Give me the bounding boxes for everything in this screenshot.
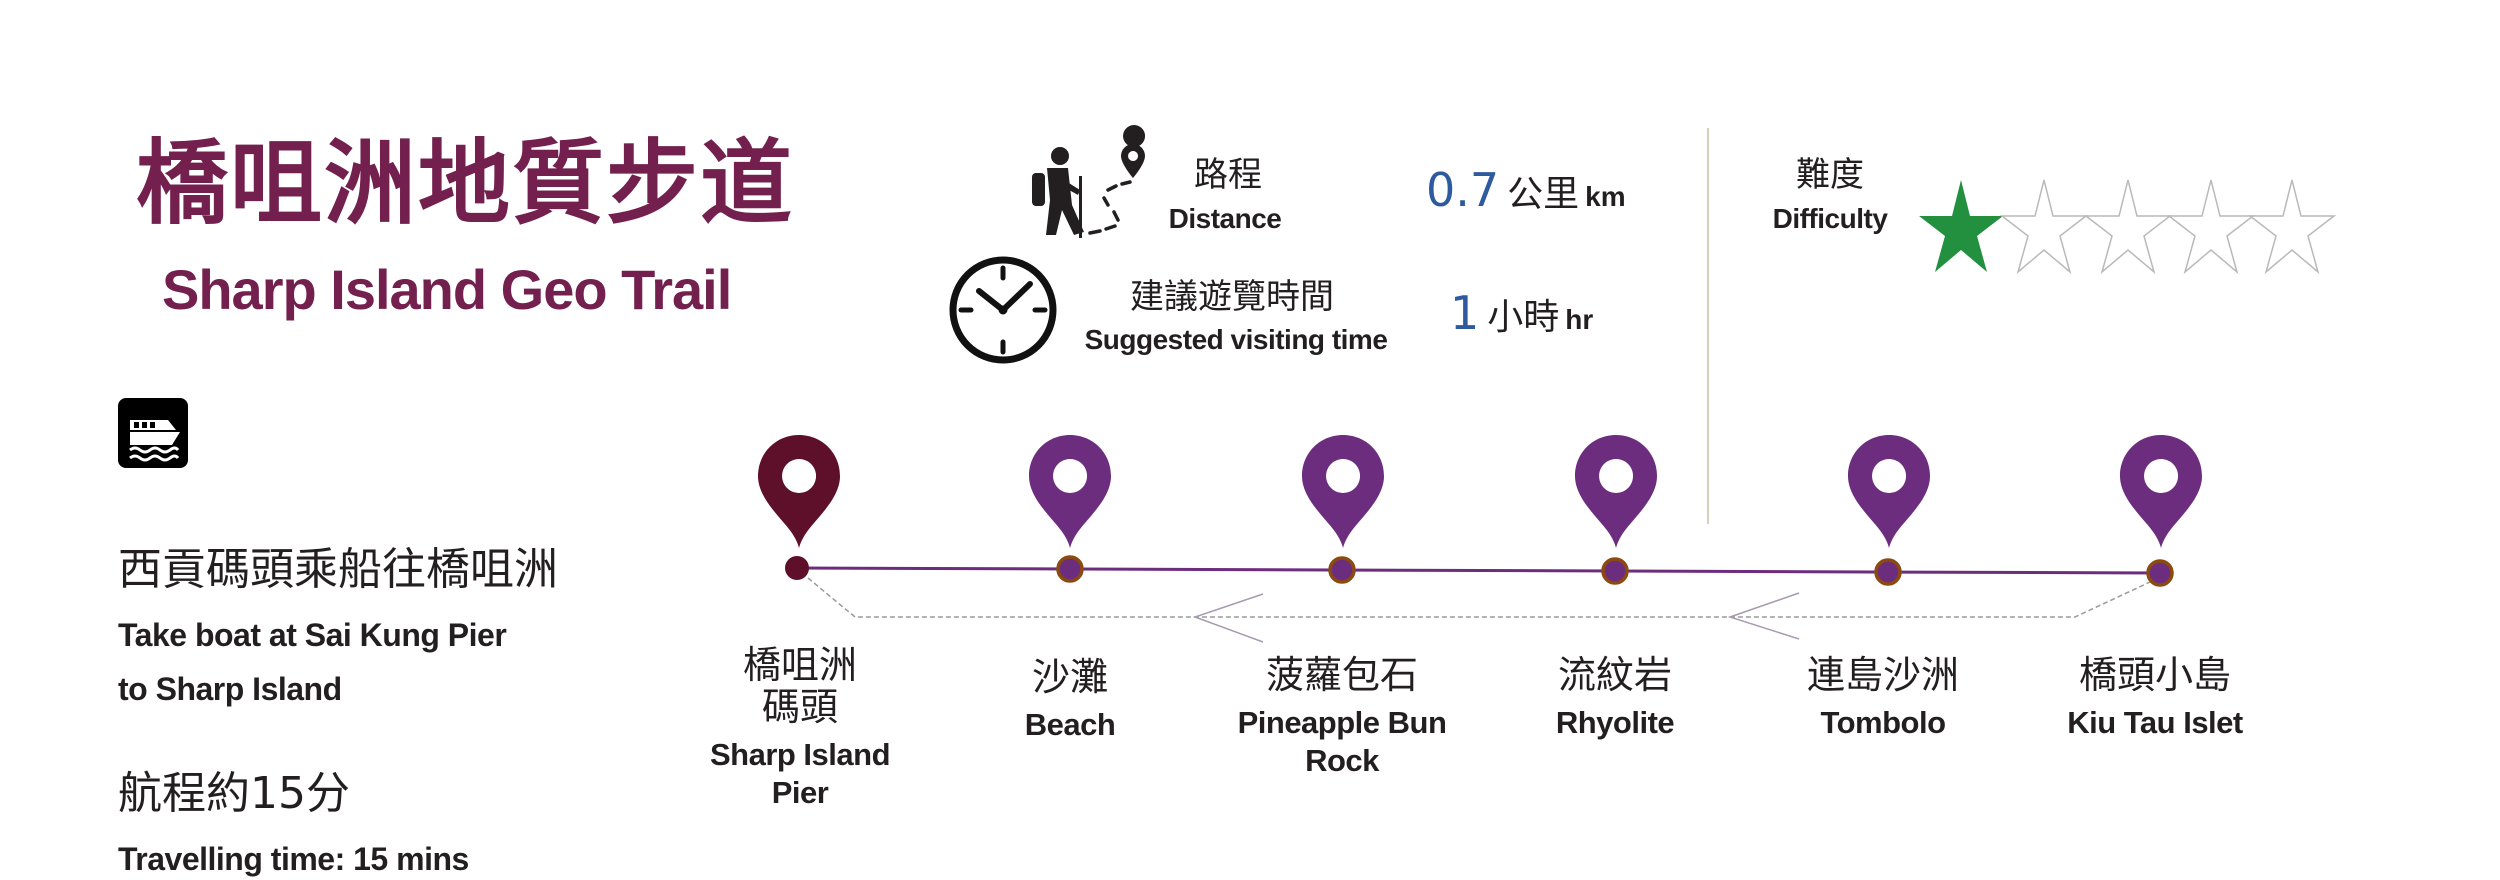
- stop-name-en-2: Pier: [771, 775, 829, 810]
- hiker-route-icon: [1032, 125, 1146, 238]
- stop-dot: [1874, 558, 1902, 586]
- time-label-en: Suggested visiting time: [1084, 324, 1388, 355]
- map-pin-icon: [1575, 435, 1657, 548]
- stop-name-cn: 流紋岩: [1557, 653, 1672, 697]
- stop-name-en: Beach: [1024, 707, 1116, 742]
- difficulty-stars: [1919, 179, 2337, 275]
- star-empty-icon: [2247, 179, 2337, 275]
- stop-label-tombolo: 連島沙洲 Tombolo: [1753, 654, 2013, 742]
- star-empty-icon: [1999, 179, 2089, 275]
- map-pin-icon: [1302, 435, 1384, 548]
- stop-label-beach: 沙灘 Beach: [940, 656, 1200, 744]
- stop-dot-start: [785, 556, 809, 580]
- map-pin-icon-start: [758, 435, 840, 548]
- transport-duration-en: Travelling time: 15 mins: [118, 841, 469, 877]
- direction-arrow-icon: [1192, 593, 1264, 643]
- stop-dot: [2146, 559, 2174, 587]
- distance-unit-cn: 公里: [1507, 174, 1580, 215]
- page-title-english: Sharp Island Geo Trail: [162, 258, 732, 321]
- clock-icon: [949, 256, 1057, 364]
- map-pin-icon: [2120, 435, 2202, 548]
- time-unit-en: hr: [1565, 304, 1594, 335]
- stop-name-en: Kiu Tau Islet: [2067, 705, 2243, 740]
- stop-label-rhyolite: 流紋岩 Rhyolite: [1485, 654, 1745, 742]
- difficulty-label-en: Difficulty: [1772, 203, 1888, 234]
- stop-name-en: Pineapple Bun: [1237, 705, 1447, 740]
- stop-name-en: Rhyolite: [1555, 705, 1675, 740]
- return-path-dashed: [807, 577, 2151, 618]
- stop-name-cn: 橋頭小島: [2078, 653, 2231, 697]
- time-number: 1: [1450, 286, 1480, 340]
- ferry-icon: [118, 398, 188, 468]
- stop-name-cn: 沙灘: [1031, 655, 1108, 699]
- direction-arrow-icon: [1727, 592, 1800, 640]
- transport-route-en-1: Take boat at Sai Kung Pier: [118, 617, 507, 653]
- stop-name-cn-2: 碼頭: [761, 685, 838, 729]
- stop-name-en-2: Rock: [1305, 743, 1379, 778]
- stop-dot: [1601, 557, 1629, 585]
- vertical-divider: [1707, 128, 1709, 524]
- time-label-cn: 建議遊覽時間: [1130, 277, 1334, 317]
- star-empty-icon: [2166, 179, 2256, 275]
- stop-label-pineapple-bun-rock: 菠蘿包石 Pineapple Bun Rock: [1212, 654, 1472, 780]
- distance-label-cn: 路程: [1194, 155, 1262, 195]
- distance-number: 0.7: [1426, 163, 1500, 217]
- route-line: [796, 566, 2161, 575]
- distance-label-en: Distance: [1168, 203, 1282, 234]
- stop-name-cn: 菠蘿包石: [1265, 653, 1418, 697]
- map-pin-icon: [1029, 435, 1111, 548]
- time-unit-cn: 小時: [1487, 297, 1560, 338]
- stop-name-en: Sharp Island: [709, 737, 891, 772]
- page-title-chinese: 橋咀洲地質步道: [136, 130, 795, 237]
- stop-dot: [1056, 555, 1084, 583]
- stop-dot: [1328, 556, 1356, 584]
- transport-route-cn: 西貢碼頭乘船往橋咀洲: [118, 544, 558, 595]
- stop-name-cn: 橋咀洲: [742, 643, 857, 687]
- stop-name-cn: 連島沙洲: [1806, 653, 1959, 697]
- distance-unit-en: km: [1585, 181, 1626, 212]
- star-filled-icon: [1919, 180, 2003, 272]
- stop-label-sharp-island-pier: 橋咀洲 碼頭 Sharp Island Pier: [670, 644, 930, 812]
- stop-label-kiu-tau-islet: 橋頭小島 Kiu Tau Islet: [2025, 654, 2285, 742]
- map-pin-icon: [1848, 435, 1930, 548]
- stop-name-en: Tombolo: [1820, 705, 1946, 740]
- transport-duration-cn: 航程約15分: [118, 768, 350, 819]
- difficulty-label-cn: 難度: [1796, 155, 1864, 195]
- transport-route-en-2: to Sharp Island: [118, 671, 342, 707]
- star-empty-icon: [2083, 179, 2173, 275]
